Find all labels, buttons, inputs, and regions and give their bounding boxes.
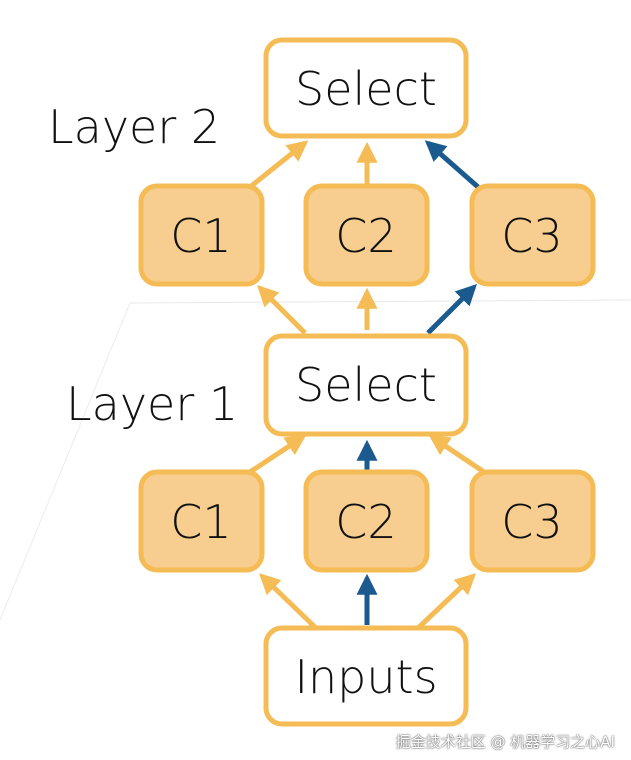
layer-1-component-c1: C1 [138,469,265,573]
select-node-layer-1: Select [263,333,469,437]
layer-1-label: Layer 1 [66,377,238,431]
background-plane [0,299,631,621]
layer-2-component-c2: C2 [303,183,430,287]
inputs-node-label: Inputs [294,650,437,704]
layer-2-component-c1: C1 [138,183,265,287]
select-node-layer-2: Select [263,37,469,139]
arrow-l1-c3-to-select [428,434,486,475]
select-node-layer-1-label: Select [295,358,437,412]
select-node-layer-2-label: Select [295,62,437,116]
layer-1-c3-label: C3 [501,495,562,549]
arrow-l1-c1-to-select [248,434,307,475]
arrows-inputs-to-layer1 [258,573,477,632]
arrow-select-to-l2-c3 [426,284,477,335]
arrow-select-to-l2-c1 [257,285,307,335]
layer-2-c3-label: C3 [501,209,562,263]
layer-2-c1-label: C1 [170,209,231,263]
watermark: 掘金技术社区 @ 机器学习之心AI [395,733,615,751]
arrow-l2-c3-to-select [424,140,480,189]
arrow-inputs-to-l1-c3 [414,573,477,632]
arrows-layer1-to-select [248,434,486,475]
layer-2-c2-label: C2 [335,209,396,263]
layer-1-c2-label: C2 [335,495,396,549]
layer-2-label: Layer 2 [48,100,220,154]
layer-1-component-c3: C3 [469,469,596,573]
arrows-select-to-layer2 [257,284,477,335]
layer-2-component-c3: C3 [469,183,596,287]
arrows-layer2-to-select [248,140,480,189]
arrow-l2-c1-to-select [248,140,309,189]
layer-1-c1-label: C1 [170,495,231,549]
inputs-node: Inputs [263,625,469,727]
arrow-inputs-to-l1-c1 [258,573,320,632]
layer-1-component-c2: C2 [303,469,430,573]
